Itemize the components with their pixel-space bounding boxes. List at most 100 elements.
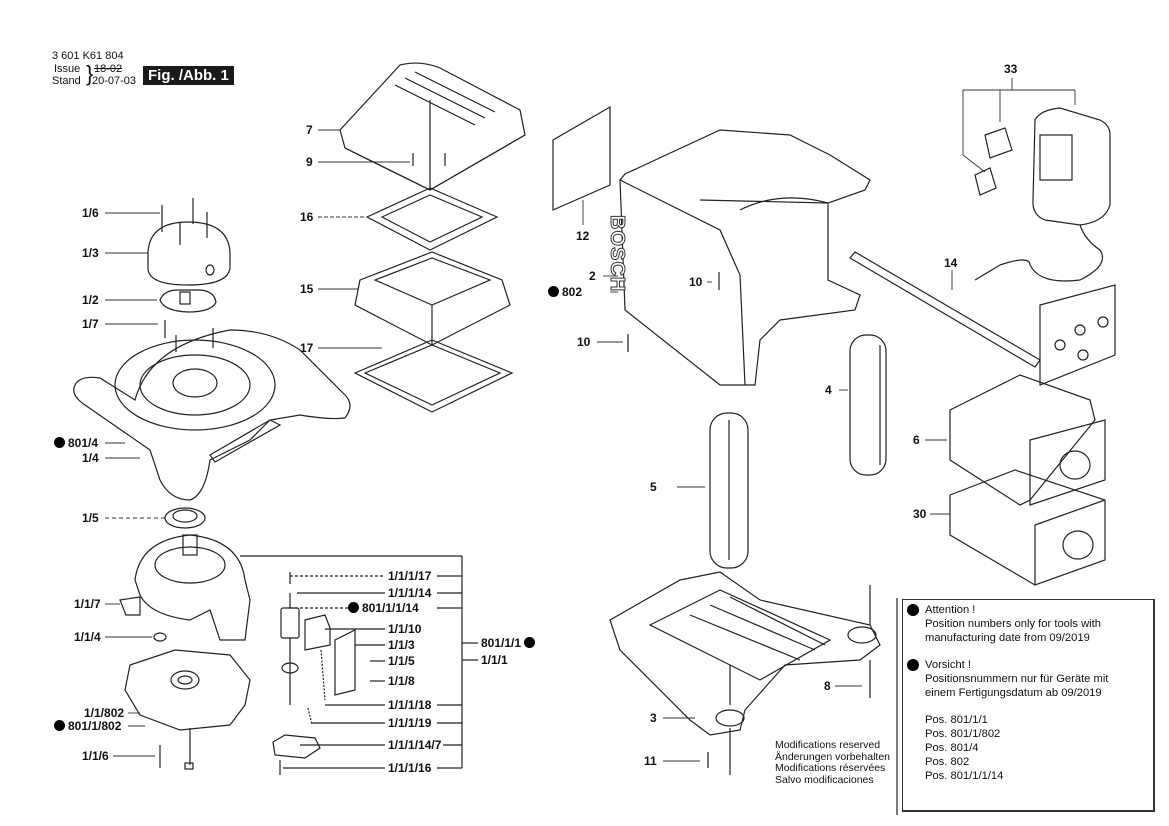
callout-1-6: 1/6 — [82, 206, 99, 220]
part-1-4-tripod-base — [73, 329, 351, 501]
callout-2: 2 — [589, 269, 596, 283]
callout-16: 16 — [300, 210, 314, 224]
callout-1-2: 1/2 — [82, 293, 99, 307]
part-1-1-motor-assembly — [119, 534, 251, 642]
figure-label: Fig. /Abb. 1 — [143, 66, 234, 85]
callout-12: 12 — [576, 229, 590, 243]
callout-1-1-5: 1/1/5 — [388, 654, 415, 668]
callout-9: 9 — [306, 155, 313, 169]
position-item: Pos. 801/1/1 — [925, 714, 988, 726]
attention-notice-box: Attention ! Position numbers only for to… — [902, 599, 1155, 812]
callout-10-lower: 10 — [577, 335, 591, 349]
callout-801-1-802-text: 801/1/802 — [68, 719, 122, 733]
new-position-marker — [524, 637, 536, 648]
callout-1-1-1-17: 1/1/1/17 — [388, 569, 432, 583]
part-1-3-cap — [147, 221, 231, 286]
callout-11: 11 — [644, 754, 657, 768]
part-4-roller — [849, 334, 887, 476]
callout-8: 8 — [824, 679, 831, 693]
attention-text-2: manufacturing date from 09/2019 — [925, 632, 1090, 644]
leader-lines-right — [925, 78, 1076, 515]
mods-es: Salvo modificaciones — [775, 773, 874, 786]
part-30-battery-pack — [949, 469, 1106, 586]
callout-1-1-4: 1/1/4 — [74, 630, 101, 644]
leader-lines-cover — [318, 129, 410, 349]
position-item: Pos. 802 — [925, 756, 970, 768]
callout-1-1-1-14-7: 1/1/1/14/7 — [388, 738, 442, 752]
leader-lines-housing — [582, 200, 848, 488]
callout-1-7: 1/7 — [82, 317, 99, 331]
attention-text-1: Position numbers only for tools with — [925, 618, 1101, 630]
position-item: Pos. 801/1/1/14 — [925, 770, 1004, 782]
callout-7: 7 — [306, 123, 313, 137]
bosch-logo: BOSCH — [606, 215, 629, 293]
mods-de: Änderungen vorbehalten — [775, 750, 891, 763]
part-2-housing — [619, 129, 871, 386]
callout-1-1-6: 1/1/6 — [82, 749, 109, 763]
callout-802-text: 802 — [562, 285, 583, 299]
callout-1-1-1-18: 1/1/1/18 — [388, 698, 432, 712]
callout-1-1-8: 1/1/8 — [388, 674, 415, 688]
callout-801-1-1: 801/1/1 — [481, 636, 538, 650]
callout-801-4-text: 801/4 — [68, 436, 99, 450]
callout-1-1-1: 1/1/1 — [481, 653, 508, 667]
mods-fr: Modifications réservées — [775, 762, 886, 774]
parts-1-1-1-small — [272, 572, 356, 775]
callout-801-1-1-14-text: 801/1/1/14 — [362, 601, 419, 615]
callout-1-1-1-16: 1/1/1/16 — [388, 761, 432, 775]
callout-6: 6 — [913, 433, 920, 447]
battery-panel — [1039, 284, 1116, 386]
bullet-icon — [907, 659, 919, 671]
vorsicht-text-2: einem Fertigungsdatum ab 09/2019 — [925, 687, 1102, 699]
callout-33: 33 — [1004, 62, 1018, 76]
callout-801-1-1-text: 801/1/1 — [481, 636, 522, 650]
part-12-label-sheet — [552, 105, 611, 211]
part-1-5-ring — [164, 507, 206, 529]
callout-30: 30 — [913, 507, 927, 521]
callout-15: 15 — [300, 282, 314, 296]
part-10-screws — [627, 272, 720, 352]
callout-1-1-1-14: 1/1/1/14 — [388, 586, 432, 600]
vorsicht-text-1: Positionsnummern nur für Geräte mit — [925, 673, 1109, 685]
part-number: 3 601 K61 804 — [52, 50, 124, 62]
part-16-seal — [365, 187, 499, 251]
new-position-marker — [54, 437, 65, 448]
callout-5: 5 — [650, 480, 657, 494]
part-33-charger — [974, 107, 1111, 282]
vorsicht-title: Vorsicht ! — [925, 659, 972, 671]
part-1-2-bracket — [159, 289, 217, 313]
part-15-prism — [354, 251, 511, 346]
issue-value: 18-02 — [94, 63, 123, 75]
position-item: Pos. 801/1/802 — [925, 728, 1001, 740]
leader-lines-base — [663, 685, 862, 762]
leader-lines-left — [105, 212, 165, 757]
issue-label: Issue — [54, 63, 81, 75]
part-17-gasket — [353, 339, 514, 413]
callout-1-1-802: 1/1/802 — [84, 706, 125, 720]
new-position-marker — [54, 720, 65, 731]
bullet-icon — [907, 604, 919, 616]
callout-801-4: 801/4 — [54, 436, 98, 450]
part-6-battery-holder — [949, 374, 1106, 506]
group-bracket — [240, 555, 478, 769]
callout-4: 4 — [825, 383, 832, 397]
callout-801-1-1-14: 801/1/1/14 — [348, 601, 419, 615]
vorsicht-block: Vorsicht ! Positionsnummern nur für Gerä… — [903, 658, 1153, 700]
callout-1-1-1-19: 1/1/1/19 — [388, 716, 432, 730]
part-3-base-plate — [609, 571, 881, 736]
attention-block: Attention ! Position numbers only for to… — [903, 603, 1153, 645]
callout-1-4: 1/4 — [82, 451, 99, 465]
part-1-1-pcb — [124, 649, 251, 770]
mods-en: Modifications reserved — [775, 739, 881, 751]
callout-801-1-802: 801/1/802 — [54, 719, 121, 733]
stand-label: Stand — [52, 75, 81, 87]
callout-1-5: 1/5 — [82, 511, 99, 525]
position-item: Pos. 801/4 — [925, 742, 979, 754]
callout-14: 14 — [944, 256, 958, 270]
brace: } — [86, 61, 94, 86]
callout-802: 802 — [548, 285, 582, 299]
position-list: Pos. 801/1/1 Pos. 801/1/802 Pos. 801/4 P… — [903, 713, 1153, 783]
modifications-notice: Modifications reserved Änderungen vorbeh… — [775, 739, 891, 786]
new-position-marker — [548, 286, 559, 297]
part-8-11-screws — [707, 585, 871, 775]
